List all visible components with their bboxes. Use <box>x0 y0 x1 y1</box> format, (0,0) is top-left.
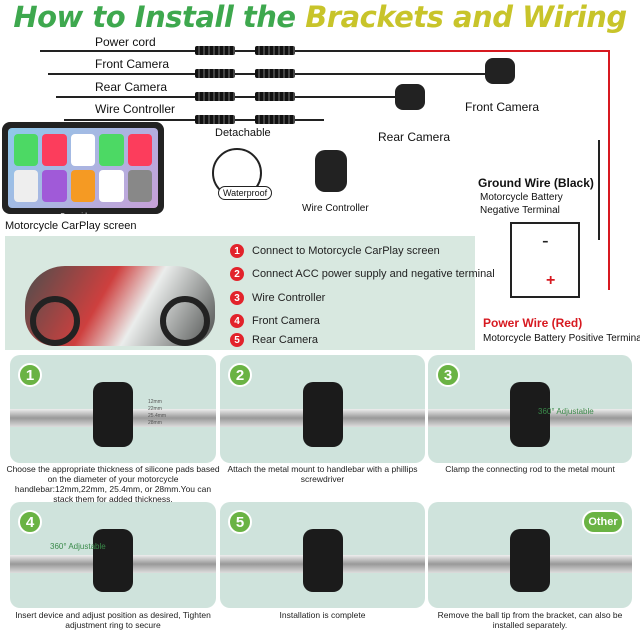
connector <box>195 92 235 101</box>
connection-number: 1 <box>230 244 244 258</box>
carplay-screen <box>2 122 164 214</box>
connector <box>195 69 235 78</box>
page-title: How to Install the Brackets and Wiring <box>13 0 627 34</box>
mount-image <box>510 382 550 447</box>
connection-text: Front Camera <box>252 315 320 327</box>
connection-item: 3 Wire Controller <box>230 291 325 305</box>
mount-image <box>302 382 343 447</box>
pad-size-label: 12mm <box>148 399 162 405</box>
step-panel: 4 360° Adjustable <box>10 502 216 608</box>
screen-label: Motorcycle CarPlay screen <box>5 220 137 232</box>
rear-camera-label: Rear Camera <box>378 130 451 144</box>
step-badge: 2 <box>228 363 252 387</box>
adjustable-note: 360° Adjustable <box>538 407 594 416</box>
step-badge: Other <box>582 510 624 534</box>
connector <box>255 69 295 78</box>
cable-label-power: Power cord <box>95 35 156 49</box>
cable-label-rear: Rear Camera <box>95 80 168 94</box>
connection-number: 4 <box>230 314 244 328</box>
connection-number: 3 <box>230 291 244 305</box>
step-panel: 3 360° Adjustable <box>428 355 632 463</box>
step-panel: 5 <box>220 502 425 608</box>
mount-image <box>93 382 133 447</box>
detachable-label: Detachable <box>215 127 271 139</box>
power-wire-line: Motorcycle Battery Positive Terminal <box>483 333 640 344</box>
connection-item: 4 Front Camera <box>230 314 320 328</box>
step-caption: Insert device and adjust position as des… <box>15 610 211 630</box>
step-badge: 1 <box>18 363 42 387</box>
connector <box>195 115 235 124</box>
ground-wire <box>598 140 600 240</box>
connection-text: Rear Camera <box>252 334 319 346</box>
red-power-wire <box>410 50 610 52</box>
rear-camera-icon <box>395 84 425 110</box>
pad-size-label: 28mm <box>148 420 162 426</box>
connection-text: Connect ACC power supply and negative te… <box>252 268 495 280</box>
connection-item: 5 Rear Camera <box>230 333 318 347</box>
step-caption: Choose the appropriate thickness of sili… <box>6 464 220 505</box>
step-caption: Remove the ball tip from the bracket, ca… <box>437 610 623 630</box>
connector <box>255 46 295 55</box>
waterproof-label: Waterproof <box>218 186 273 200</box>
ground-wire-title: Ground Wire (Black) <box>478 176 594 190</box>
step-caption: Attach the metal mount to handlebar with… <box>227 464 418 485</box>
connection-number: 5 <box>230 333 244 347</box>
red-power-wire-vertical <box>608 50 610 290</box>
controller-wire <box>64 119 324 121</box>
connector <box>255 92 295 101</box>
rear-wheel <box>30 296 80 346</box>
step-badge: 4 <box>18 510 42 534</box>
connection-item: 1 Connect to Motorcycle CarPlay screen <box>230 244 440 258</box>
step-panel: 2 <box>220 355 425 463</box>
connection-text: Wire Controller <box>252 292 326 304</box>
front-camera-icon <box>485 58 515 84</box>
battery-icon: - + <box>510 222 580 298</box>
connection-item: 2 Connect ACC power supply and negative t… <box>230 267 495 281</box>
step-panel: Other <box>428 502 632 608</box>
ground-wire-line1: Motorcycle Battery <box>480 192 563 203</box>
pad-size-label: 25.4mm <box>148 413 167 419</box>
connection-text: Connect to Motorcycle CarPlay screen <box>252 245 440 257</box>
battery-negative: - <box>542 230 549 252</box>
mount-image <box>302 528 343 593</box>
mount-image <box>510 528 550 593</box>
adjustable-note: 360° Adjustable <box>50 542 106 551</box>
connector <box>255 115 295 124</box>
wire-controller-label: Wire Controller <box>302 203 369 214</box>
screen-brand: Carpuride <box>60 213 91 220</box>
front-camera-label: Front Camera <box>465 100 540 114</box>
ground-wire-line2: Negative Terminal <box>480 205 560 216</box>
connection-number: 2 <box>230 267 244 281</box>
pad-size-label: 22mm <box>148 406 162 412</box>
cable-label-controller: Wire Controller <box>95 102 176 116</box>
connector <box>195 46 235 55</box>
step-badge: 5 <box>228 510 252 534</box>
battery-positive: + <box>546 272 556 289</box>
mount-image <box>93 528 133 593</box>
cable-label-front: Front Camera <box>95 57 170 71</box>
step-caption: Installation is complete <box>279 610 366 620</box>
step-badge: 3 <box>436 363 460 387</box>
step-caption: Clamp the connecting rod to the metal mo… <box>445 464 615 474</box>
power-wire-title: Power Wire (Red) <box>483 316 583 330</box>
front-wheel <box>160 296 210 346</box>
wire-controller-icon <box>315 150 347 192</box>
